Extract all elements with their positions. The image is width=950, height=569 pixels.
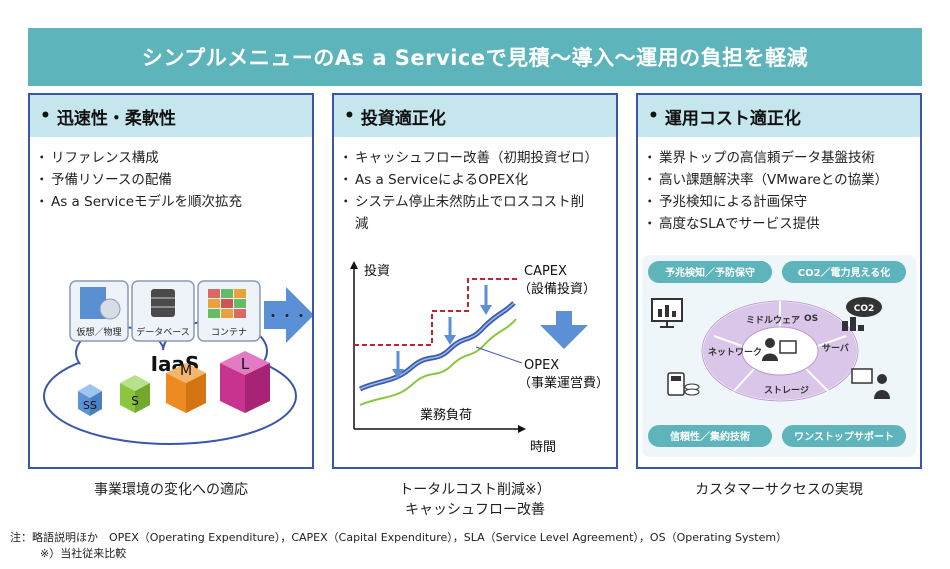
operator-icon — [762, 338, 797, 361]
capex-line — [354, 278, 520, 346]
panel-operations: •運用コスト適正化 業界トップの高信頼データ基盤技術 高い課題解決率（VMwar… — [636, 93, 922, 469]
page-title: シンプルメニューのAs a Serviceで見積～導入～運用の負担を軽減 — [141, 46, 809, 70]
opex-sublabel: （事業運営費） — [518, 375, 609, 391]
bullet-item: As a Serviceモデルを順次拡充 — [35, 191, 312, 213]
svg-text:コンテナ: コンテナ — [211, 327, 247, 338]
svg-text:仮想／物理: 仮想／物理 — [76, 326, 121, 338]
down-arrow-icon — [444, 317, 456, 345]
calculator-coins-icon — [667, 372, 700, 396]
segment-os: OS — [804, 314, 818, 324]
tag-one-stop-support: ワンストップサポート — [782, 425, 906, 447]
bullet-item: 予兆検知による計画保守 — [643, 191, 920, 213]
panel-agility: •迅速性・柔軟性 リファレンス構成 予備リソースの配備 As a Service… — [28, 93, 314, 469]
tag-reliability: 信頼性／集約技術 — [648, 425, 772, 447]
tag-co2-visualization: CO2／電力見える化 — [782, 261, 906, 283]
footnote-comparison: ※）当社従来比較 — [40, 547, 127, 560]
opex-label: OPEX — [524, 358, 559, 373]
svg-text:信頼性／集約技術: 信頼性／集約技術 — [670, 430, 750, 443]
footnote-abbreviations: 注：略語説明ほか OPEX（Operating Expenditure），CAP… — [10, 531, 788, 544]
panel-caption: カスタマーサクセスの実現 — [695, 482, 863, 498]
svg-text:S: S — [131, 394, 139, 408]
bullet-item: 予備リソースの配備 — [35, 169, 312, 191]
footnote: 注：略語説明ほか OPEX（Operating Expenditure），CAP… — [10, 530, 787, 562]
bullet-item: As a ServiceによるOPEX化 — [339, 169, 616, 191]
operations-diagram: 予兆検知／予防保守 CO2／電力見える化 信頼性／集約技術 ワンストップサポート… — [642, 255, 916, 457]
segment-network: ネットワーク — [708, 347, 762, 358]
bullet-item: 高度なSLAでサービス提供 — [643, 213, 920, 235]
panel-header: •迅速性・柔軟性 — [30, 95, 312, 137]
panel-title: 迅速性・柔軟性 — [56, 108, 176, 129]
panel-caption: 事業環境の変化への適応 — [94, 482, 248, 498]
support-agent-icon — [851, 368, 890, 399]
bullet-list: キャッシュフロー改善（初期投資ゼロ） As a ServiceによるOPEX化 … — [334, 137, 616, 235]
x-axis-arrow — [518, 425, 526, 433]
container-stack-icon — [208, 289, 246, 318]
bullet-item: リファレンス構成 — [35, 147, 312, 169]
tag-predictive-maintenance: 予兆検知／予防保守 — [648, 261, 772, 283]
down-arrow-icon — [480, 285, 492, 315]
segment-storage: ストレージ — [764, 385, 809, 396]
cube-ss: SS — [78, 384, 102, 416]
right-arrow-icon — [264, 287, 312, 343]
down-arrow-icon — [392, 351, 404, 379]
monitor-chart-icon — [651, 298, 683, 328]
panel-caption: トータルコスト削減※） キャッシュフロー改善 — [399, 482, 551, 518]
cost-chart: 投資 時間 CAPEX （設備投資） OPEX （事業運営費） 業務負荷 — [350, 261, 609, 455]
card-database: データベース — [131, 280, 195, 342]
panel-investment: •投資適正化 キャッシュフロー改善（初期投資ゼロ） As a Serviceによ… — [332, 93, 618, 469]
segment-server: サーバ — [822, 343, 849, 354]
bullet-item: システム停止未然防止でロスコスト削減 — [339, 191, 594, 235]
co2-icon: CO2 — [842, 297, 882, 331]
panel-title: 運用コスト適正化 — [664, 108, 801, 129]
svg-text:予兆検知／予防保守: 予兆検知／予防保守 — [665, 266, 755, 279]
big-down-arrow-icon — [540, 311, 588, 349]
svg-text:L: L — [241, 355, 250, 373]
bullet-item: 高い課題解決率（VMwareとの協業） — [643, 169, 920, 191]
workload-line — [359, 318, 517, 406]
svg-text:CO2／電力見える化: CO2／電力見える化 — [798, 266, 891, 279]
svg-text:CO2: CO2 — [854, 304, 875, 314]
y-axis-arrow — [350, 261, 358, 269]
x-axis-label: 時間 — [530, 440, 556, 455]
svg-text:SS: SS — [83, 399, 97, 412]
cube-m: M — [166, 363, 206, 413]
bullet-list: リファレンス構成 予備リソースの配備 As a Serviceモデルを順次拡充 — [30, 137, 312, 213]
ellipsis: ・・・ — [266, 309, 308, 325]
opex-leader — [475, 346, 523, 364]
segment-middleware: ミドルウェア — [746, 315, 800, 326]
card-container: コンテナ — [197, 280, 261, 342]
cube-l: L — [220, 351, 270, 413]
database-icon — [151, 289, 175, 317]
panel-header: •投資適正化 — [334, 95, 616, 137]
panel-title: 投資適正化 — [360, 108, 446, 129]
opex-line — [358, 301, 516, 392]
capex-sublabel: （設備投資） — [518, 281, 596, 297]
capex-label: CAPEX — [524, 264, 567, 279]
bullet-item: 業界トップの高信頼データ基盤技術 — [643, 147, 920, 169]
card-virtual-physical: 仮想／物理 — [69, 280, 129, 342]
bullet-list: 業界トップの高信頼データ基盤技術 高い課題解決率（VMwareとの協業） 予兆検… — [638, 137, 920, 235]
cube-s: S — [120, 375, 150, 413]
svg-text:データベース: データベース — [136, 326, 190, 338]
y-axis-label: 投資 — [364, 263, 390, 279]
svg-text:M: M — [180, 363, 192, 379]
iaas-diagram: ・・・ 仮想／物理 データベース — [43, 280, 312, 445]
page-title-banner: シンプルメニューのAs a Serviceで見積～導入～運用の負担を軽減 — [28, 28, 922, 86]
svg-text:ワンストップサポート: ワンストップサポート — [794, 430, 894, 443]
panel-header: •運用コスト適正化 — [638, 95, 920, 137]
bullet-item: キャッシュフロー改善（初期投資ゼロ） — [339, 147, 616, 169]
workload-label: 業務負荷 — [420, 407, 472, 423]
